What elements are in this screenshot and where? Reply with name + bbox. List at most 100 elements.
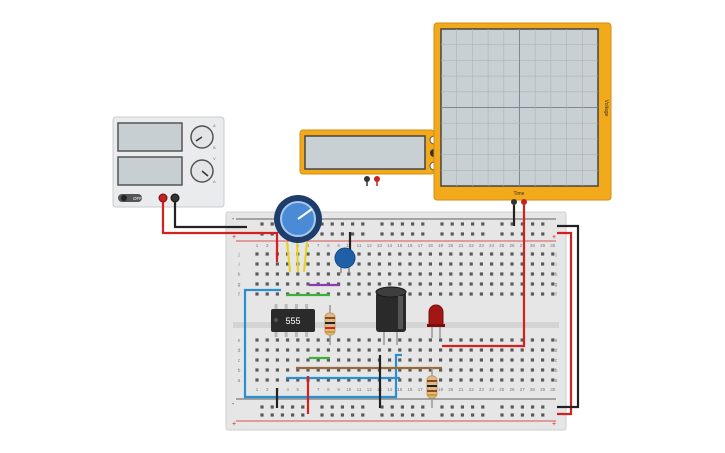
breadboard-hole[interactable] bbox=[265, 282, 269, 286]
breadboard-hole[interactable] bbox=[265, 262, 269, 266]
breadboard-hole[interactable] bbox=[320, 405, 324, 409]
breadboard-hole[interactable] bbox=[361, 232, 365, 236]
breadboard-hole[interactable] bbox=[388, 368, 392, 372]
breadboard-hole[interactable] bbox=[439, 338, 443, 342]
breadboard-hole[interactable] bbox=[421, 222, 425, 226]
breadboard-hole[interactable] bbox=[296, 348, 300, 352]
breadboard-hole[interactable] bbox=[449, 348, 453, 352]
breadboard-hole[interactable] bbox=[398, 252, 402, 256]
breadboard-hole[interactable] bbox=[408, 282, 412, 286]
breadboard-hole[interactable] bbox=[301, 405, 305, 409]
breadboard-hole[interactable] bbox=[255, 378, 259, 382]
breadboard-hole[interactable] bbox=[270, 222, 274, 226]
breadboard-hole[interactable] bbox=[459, 358, 463, 362]
breadboard-hole[interactable] bbox=[398, 272, 402, 276]
breadboard-hole[interactable] bbox=[270, 413, 274, 417]
breadboard-hole[interactable] bbox=[347, 292, 351, 296]
breadboard-hole[interactable] bbox=[357, 368, 361, 372]
multimeter[interactable] bbox=[299, 129, 439, 186]
breadboard-hole[interactable] bbox=[490, 282, 494, 286]
breadboard-hole[interactable] bbox=[418, 358, 422, 362]
breadboard-hole[interactable] bbox=[291, 405, 295, 409]
breadboard-hole[interactable] bbox=[530, 272, 534, 276]
breadboard-hole[interactable] bbox=[260, 405, 264, 409]
breadboard-hole[interactable] bbox=[469, 338, 473, 342]
breadboard-hole[interactable] bbox=[479, 358, 483, 362]
breadboard-hole[interactable] bbox=[449, 292, 453, 296]
breadboard-hole[interactable] bbox=[255, 338, 259, 342]
breadboard-hole[interactable] bbox=[531, 405, 535, 409]
breadboard-hole[interactable] bbox=[367, 262, 371, 266]
breadboard-hole[interactable] bbox=[390, 413, 394, 417]
breadboard-hole[interactable] bbox=[408, 378, 412, 382]
breadboard-hole[interactable] bbox=[265, 292, 269, 296]
breadboard-hole[interactable] bbox=[255, 262, 259, 266]
breadboard-hole[interactable] bbox=[330, 413, 334, 417]
breadboard-hole[interactable] bbox=[449, 252, 453, 256]
breadboard-hole[interactable] bbox=[531, 232, 535, 236]
breadboard-hole[interactable] bbox=[388, 348, 392, 352]
breadboard-hole[interactable] bbox=[398, 282, 402, 286]
breadboard-hole[interactable] bbox=[275, 262, 279, 266]
breadboard-hole[interactable] bbox=[500, 358, 504, 362]
breadboard-hole[interactable] bbox=[367, 348, 371, 352]
ceramic-capacitor[interactable] bbox=[334, 247, 356, 273]
breadboard-hole[interactable] bbox=[275, 358, 279, 362]
breadboard-hole[interactable] bbox=[296, 338, 300, 342]
breadboard-hole[interactable] bbox=[398, 338, 402, 342]
breadboard-hole[interactable] bbox=[459, 368, 463, 372]
breadboard-hole[interactable] bbox=[418, 348, 422, 352]
breadboard-hole[interactable] bbox=[551, 282, 555, 286]
breadboard-hole[interactable] bbox=[380, 232, 384, 236]
breadboard-hole[interactable] bbox=[411, 232, 415, 236]
breadboard-hole[interactable] bbox=[320, 222, 324, 226]
breadboard-hole[interactable] bbox=[320, 232, 324, 236]
breadboard-hole[interactable] bbox=[428, 262, 432, 266]
breadboard-hole[interactable] bbox=[306, 262, 310, 266]
breadboard-hole[interactable] bbox=[530, 358, 534, 362]
breadboard-hole[interactable] bbox=[440, 232, 444, 236]
breadboard-hole[interactable] bbox=[510, 252, 514, 256]
breadboard-hole[interactable] bbox=[326, 348, 330, 352]
breadboard-hole[interactable] bbox=[255, 348, 259, 352]
breadboard-hole[interactable] bbox=[551, 272, 555, 276]
breadboard-hole[interactable] bbox=[530, 282, 534, 286]
positive-terminal[interactable] bbox=[158, 193, 168, 203]
breadboard-hole[interactable] bbox=[408, 368, 412, 372]
breadboard-hole[interactable] bbox=[418, 368, 422, 372]
breadboard-hole[interactable] bbox=[541, 413, 545, 417]
breadboard-hole[interactable] bbox=[316, 358, 320, 362]
breadboard-hole[interactable] bbox=[377, 262, 381, 266]
breadboard-hole[interactable] bbox=[541, 282, 545, 286]
breadboard-hole[interactable] bbox=[541, 348, 545, 352]
breadboard-hole[interactable] bbox=[500, 338, 504, 342]
breadboard-hole[interactable] bbox=[418, 378, 422, 382]
breadboard-hole[interactable] bbox=[520, 262, 524, 266]
breadboard-hole[interactable] bbox=[479, 348, 483, 352]
breadboard-hole[interactable] bbox=[541, 292, 545, 296]
breadboard-hole[interactable] bbox=[265, 358, 269, 362]
breadboard-hole[interactable] bbox=[439, 348, 443, 352]
breadboard-hole[interactable] bbox=[541, 338, 545, 342]
breadboard-hole[interactable] bbox=[398, 378, 402, 382]
breadboard-hole[interactable] bbox=[347, 348, 351, 352]
breadboard-hole[interactable] bbox=[541, 368, 545, 372]
resistor-bottom[interactable] bbox=[426, 368, 438, 408]
breadboard-hole[interactable] bbox=[541, 405, 545, 409]
breadboard-hole[interactable] bbox=[500, 272, 504, 276]
breadboard-hole[interactable] bbox=[330, 232, 334, 236]
breadboard-hole[interactable] bbox=[326, 338, 330, 342]
breadboard-hole[interactable] bbox=[479, 282, 483, 286]
breadboard-hole[interactable] bbox=[510, 378, 514, 382]
breadboard-hole[interactable] bbox=[306, 358, 310, 362]
breadboard-hole[interactable] bbox=[469, 252, 473, 256]
breadboard-hole[interactable] bbox=[450, 405, 454, 409]
breadboard-hole[interactable] bbox=[286, 368, 290, 372]
breadboard-hole[interactable] bbox=[351, 413, 355, 417]
breadboard-hole[interactable] bbox=[530, 252, 534, 256]
breadboard-hole[interactable] bbox=[490, 262, 494, 266]
breadboard-hole[interactable] bbox=[439, 368, 443, 372]
breadboard-hole[interactable] bbox=[459, 252, 463, 256]
breadboard-hole[interactable] bbox=[286, 282, 290, 286]
breadboard-hole[interactable] bbox=[421, 405, 425, 409]
